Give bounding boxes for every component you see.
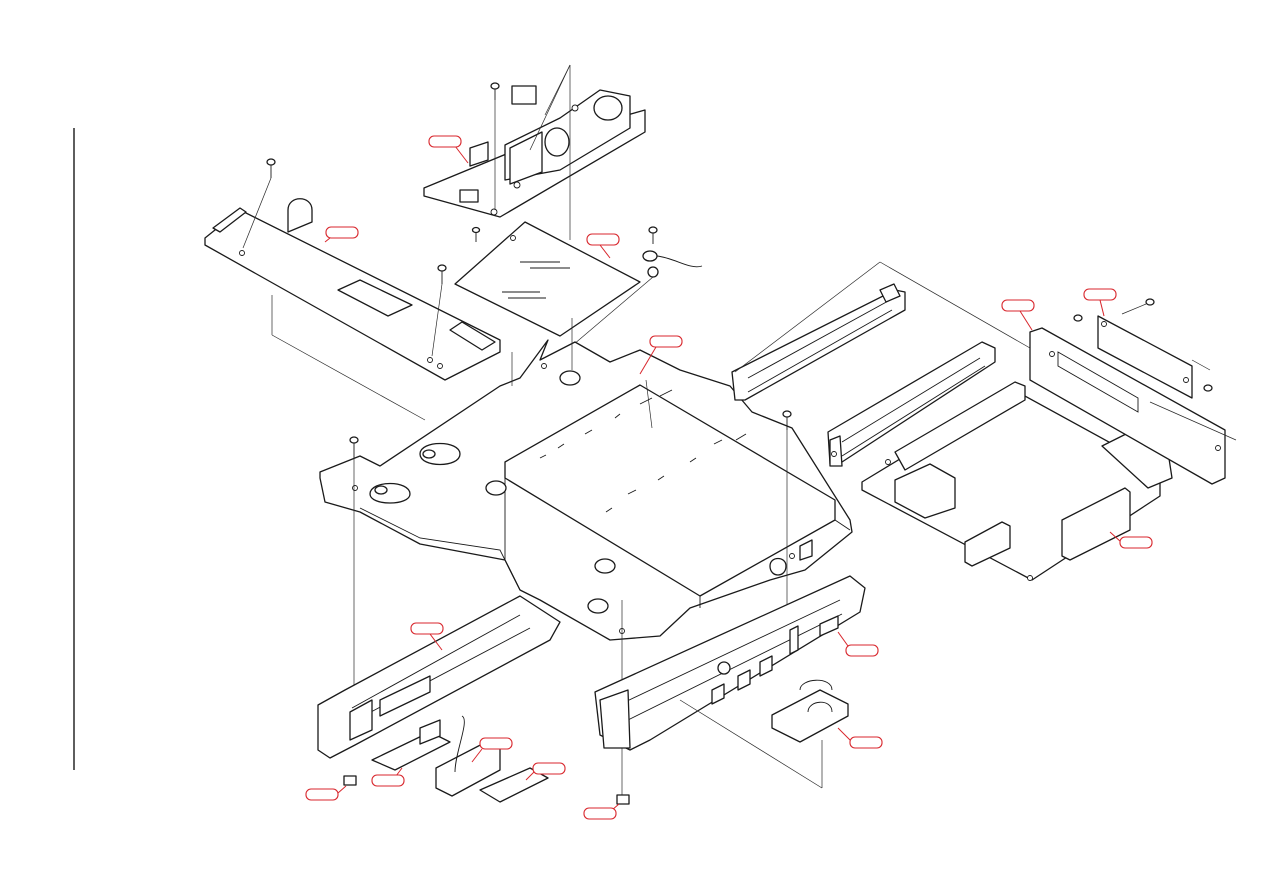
rubber-foot bbox=[616, 794, 630, 805]
shield-plate bbox=[454, 221, 641, 337]
screw-icon bbox=[242, 158, 276, 249]
callout-small-pcb[interactable] bbox=[837, 727, 883, 749]
callout-bracket-right[interactable] bbox=[1083, 288, 1117, 317]
front-panel-right bbox=[594, 575, 866, 751]
callout-front-left[interactable] bbox=[410, 622, 444, 651]
callout-chassis[interactable] bbox=[639, 335, 683, 375]
screw-icon bbox=[349, 436, 359, 700]
callout-switch-board[interactable] bbox=[471, 737, 513, 763]
callout-bracket-left[interactable] bbox=[1001, 299, 1035, 331]
screw-icon bbox=[782, 410, 792, 622]
connector-cover-plate bbox=[1097, 315, 1193, 399]
screw-icon bbox=[1121, 298, 1155, 315]
screw-icon bbox=[1073, 314, 1083, 322]
screw-icon bbox=[431, 264, 447, 357]
callout-foot-left[interactable] bbox=[305, 785, 347, 801]
right-rail-bracket-lower bbox=[827, 341, 996, 467]
main-chassis bbox=[319, 318, 853, 641]
power-supply-board bbox=[423, 64, 646, 240]
rubber-foot bbox=[343, 775, 357, 786]
callout-main-board[interactable] bbox=[1109, 531, 1153, 549]
small-connector-board bbox=[771, 679, 849, 743]
right-rail-bracket-upper bbox=[731, 283, 906, 401]
callout-front-right[interactable] bbox=[837, 631, 879, 657]
screw-icon bbox=[471, 226, 481, 242]
switch-board bbox=[435, 715, 501, 797]
callout-flex-cable[interactable] bbox=[525, 762, 566, 781]
callout-left-board[interactable] bbox=[324, 226, 359, 243]
ground-wire bbox=[559, 226, 703, 357]
flex-cable bbox=[479, 767, 549, 803]
screw-icon bbox=[1203, 384, 1213, 392]
switch-lever bbox=[371, 719, 451, 771]
front-panel-left bbox=[317, 595, 561, 759]
screw-icon bbox=[490, 82, 500, 210]
callout-lever[interactable] bbox=[371, 767, 405, 787]
rear-panel-plate bbox=[1029, 327, 1226, 485]
left-interface-board bbox=[204, 198, 501, 421]
main-logic-board bbox=[861, 381, 1173, 581]
callout-foot-right[interactable] bbox=[583, 803, 620, 820]
callout-shield-plate[interactable] bbox=[586, 233, 620, 259]
callout-power-board[interactable] bbox=[428, 135, 469, 164]
